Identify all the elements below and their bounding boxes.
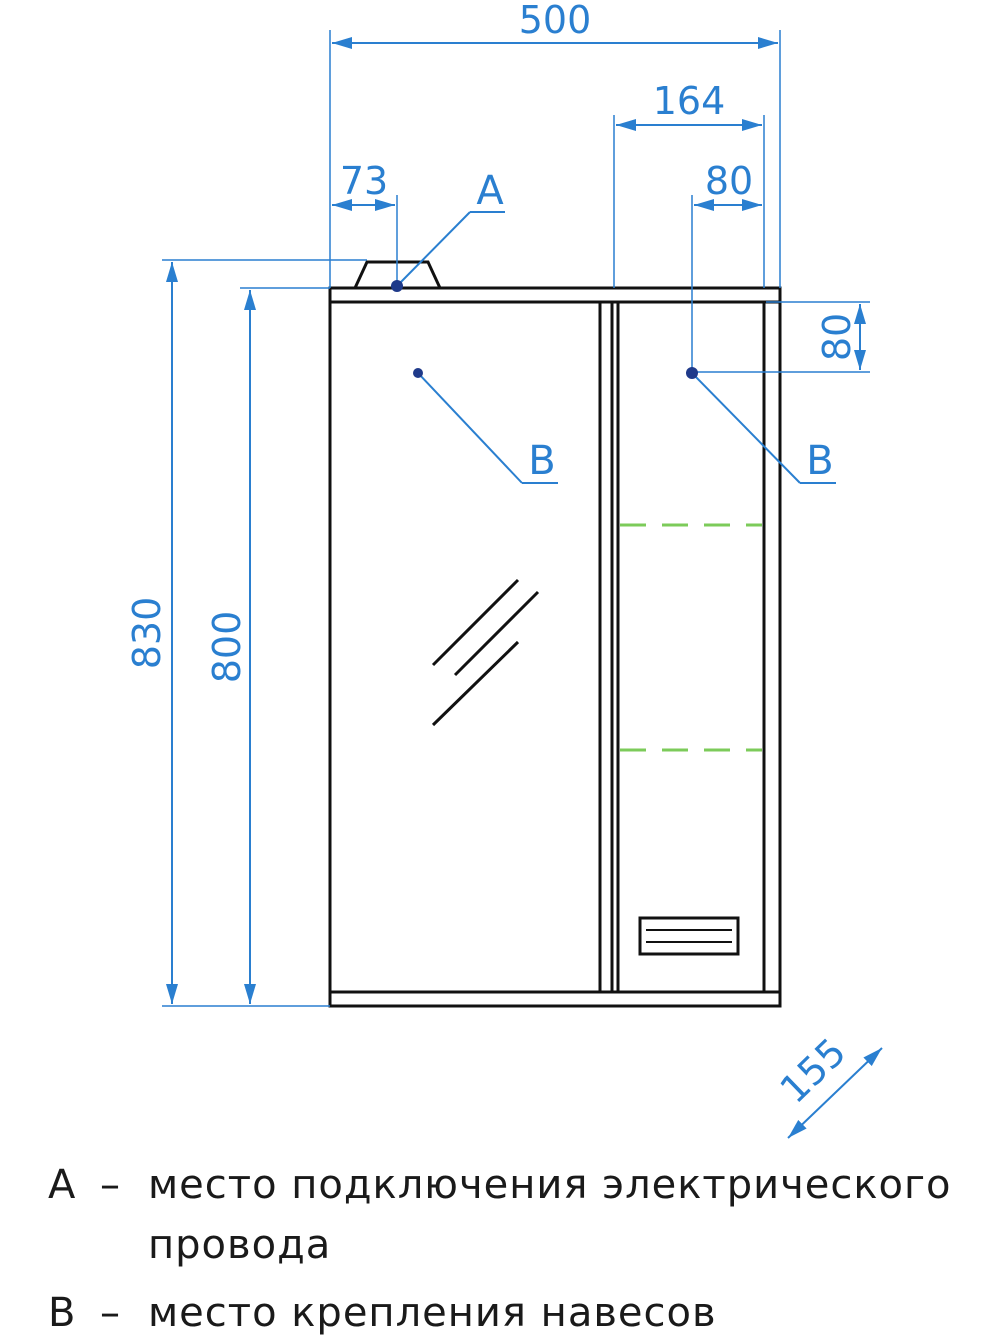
dim-73-label: 73: [340, 159, 388, 203]
legend-a-dash: –: [100, 1162, 121, 1208]
marker-b-left-dot: [413, 368, 423, 378]
legend-a-text: место подключения электрического: [148, 1162, 952, 1208]
dim-830-label: 830: [125, 597, 169, 670]
dim-155-label: 155: [772, 1030, 855, 1112]
legend-a: A – место подключения электрического про…: [48, 1162, 951, 1268]
extension-lines: [162, 30, 870, 1007]
right-section-door: [616, 300, 766, 994]
dim-800-label: 800: [205, 611, 249, 684]
marker-b-right-dot: [686, 367, 698, 379]
legend-a-continuation: провода: [148, 1222, 332, 1268]
dim-80-top-label: 80: [705, 159, 753, 203]
mirror-hatch: [431, 578, 540, 727]
shelves: [620, 523, 762, 752]
dimension-lines: [166, 37, 883, 1139]
cabinet-body: [328, 286, 782, 1008]
door-handle: [638, 916, 740, 956]
marker-b-left: B: [413, 368, 558, 484]
legend-a-key: A: [48, 1162, 77, 1208]
cabinet-outline: [328, 260, 782, 1008]
dim-164-label: 164: [653, 79, 726, 123]
divider: [598, 300, 614, 994]
dim-line-155: [787, 1047, 883, 1139]
legend-b-key: B: [48, 1290, 77, 1336]
marker-a-label: A: [476, 168, 504, 214]
legend-b-dash: –: [100, 1290, 121, 1336]
legend-b-text: место крепления навесов: [148, 1290, 717, 1336]
dim-500-label: 500: [519, 0, 592, 42]
legend-b: B – место крепления навесов: [48, 1290, 717, 1336]
marker-a-dot: [391, 280, 403, 292]
dim-80-right-label: 80: [815, 313, 859, 361]
marker-b-left-label: B: [528, 438, 555, 484]
marker-b-right-label: B: [806, 438, 833, 484]
marker-b-right: B: [686, 367, 836, 484]
marker-a: A: [391, 168, 505, 292]
